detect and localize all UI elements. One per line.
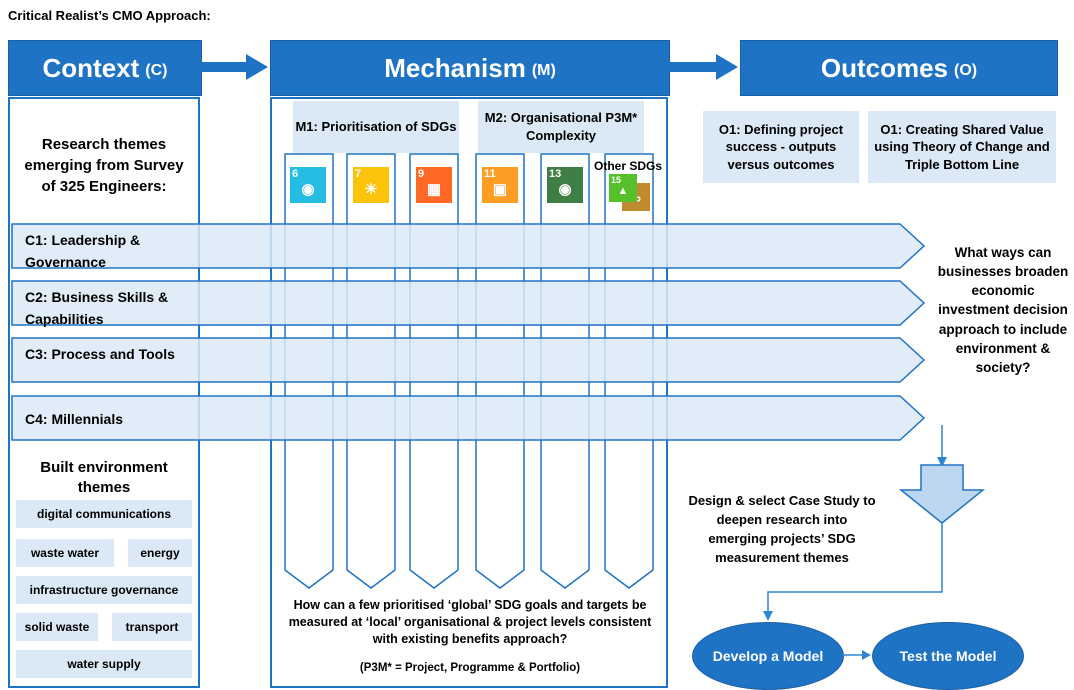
theme-solid-waste: solid waste <box>16 613 98 641</box>
context-to-mechanism-arrow <box>200 54 268 80</box>
mechanism-header: Mechanism (M) <box>270 40 670 96</box>
c3-arrow <box>11 337 926 383</box>
mechanism-header-label: Mechanism <box>384 52 526 83</box>
down-block-arrow <box>898 464 986 524</box>
outcomes-header: Outcomes (O) <box>740 40 1058 96</box>
test-model-oval: Test the Model <box>872 622 1024 690</box>
o1-defining-success-label: O1: Defining project success - outputs v… <box>703 111 859 183</box>
m1-label: M1: Prioritisation of SDGs <box>293 101 459 153</box>
mechanism-panel <box>270 97 668 688</box>
other-sdgs-label: Other SDGs <box>594 159 663 173</box>
sdg-6-icon: 6 ◉ <box>290 167 326 203</box>
c4-label: C4: Millennials <box>25 411 124 427</box>
model-arrowhead <box>763 611 773 621</box>
theme-waste-water: waste water <box>16 539 114 567</box>
context-horizontal-arrows <box>11 223 926 441</box>
mechanism-to-outcomes-arrow <box>668 54 738 80</box>
theme-energy: energy <box>128 539 192 567</box>
sdg-7-icon: 7 ☀ <box>353 167 389 203</box>
m2-label: M2: Organisational P3M* Complexity <box>478 101 644 153</box>
outcome-flow-connectors <box>763 425 986 621</box>
casestudy-to-model-line <box>767 523 943 615</box>
context-panel <box>8 97 200 688</box>
p3m-footnote: (P3M* = Project, Programme & Portfolio) <box>359 662 581 674</box>
diagram-title: Critical Realist’s CMO Approach: <box>8 8 211 23</box>
o1-shared-value-label: O1: Creating Shared Value using Theory o… <box>868 111 1056 183</box>
theme-transport: transport <box>112 613 192 641</box>
outcomes-question: What ways can businesses broaden economi… <box>937 245 1069 375</box>
context-header: Context (C) <box>8 40 202 96</box>
c1-label: C1: Leadership & Governance <box>25 232 141 270</box>
theme-water-supply: water supply <box>16 650 192 678</box>
outcomes-header-label: Outcomes <box>820 52 949 83</box>
c1-arrow <box>11 223 926 269</box>
mechanism-question: How can a few prioritised ‘global’ SDG g… <box>288 598 652 646</box>
sdg-9-icon: 9 ▦ <box>416 167 452 203</box>
c4-arrow <box>11 395 926 441</box>
sdg-11-icon: 11 ▣ <box>482 167 518 203</box>
sdg-15-icon: 15 ▲ <box>609 174 637 202</box>
c3-label: C3: Process and Tools <box>25 346 175 362</box>
research-themes-heading: Research themes emerging from Survey of … <box>24 136 184 195</box>
context-header-label: Context <box>42 52 140 83</box>
case-study-text: Design & select Case Study to deepen res… <box>688 493 876 565</box>
develop-model-oval: Develop a Model <box>692 622 844 690</box>
theme-infrastructure-governance: infrastructure governance <box>16 576 192 604</box>
theme-digital-communications: digital communications <box>16 500 192 528</box>
c2-label: C2: Business Skills & Capabilities <box>25 289 169 327</box>
context-header-code: (C) <box>145 62 168 79</box>
develop-to-test-arrow <box>842 650 871 660</box>
outcomes-header-code: (O) <box>954 62 978 79</box>
mechanism-header-code: (M) <box>531 62 556 79</box>
built-environment-heading: Built environment themes <box>40 459 168 497</box>
c2-arrow <box>11 280 926 326</box>
sdg-13-icon: 13 ◉ <box>547 167 583 203</box>
question-arrowhead <box>937 457 947 467</box>
